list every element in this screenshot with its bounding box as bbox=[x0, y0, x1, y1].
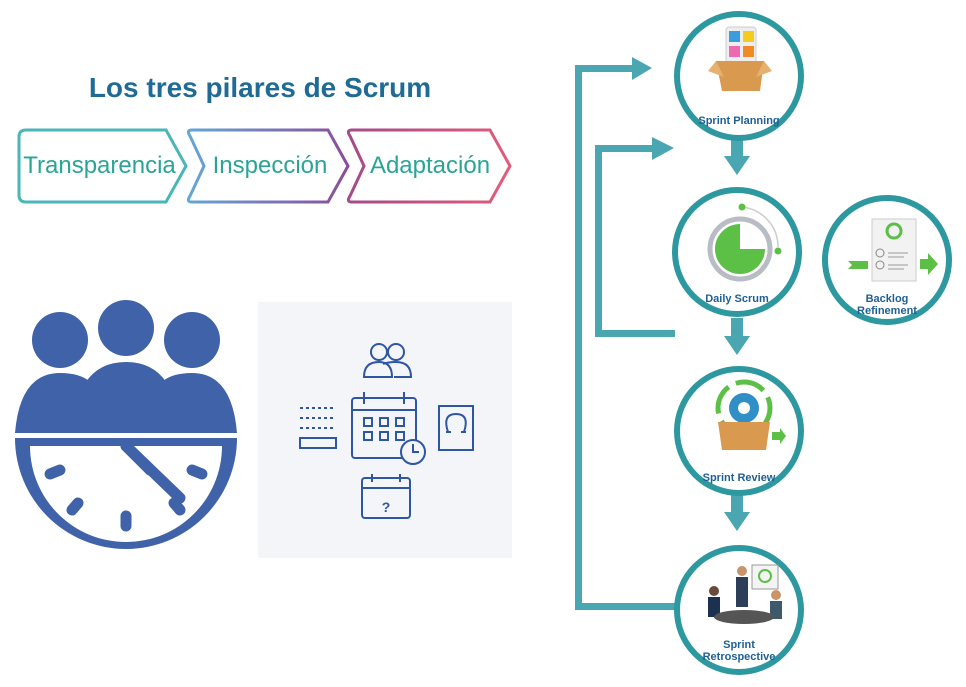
sprint-review-node: Sprint Review bbox=[674, 366, 804, 496]
arrow-down-icon bbox=[724, 512, 750, 531]
team-clock-icon bbox=[15, 300, 237, 549]
arrow-down-icon bbox=[724, 336, 750, 355]
chevron-transparencia bbox=[17, 128, 188, 204]
chevron-inspeccion bbox=[186, 128, 350, 204]
timer-icon bbox=[707, 203, 782, 282]
inner-loop-line bbox=[595, 145, 602, 337]
pillars-chevrons bbox=[17, 128, 512, 204]
retro-calendar-icon bbox=[361, 474, 411, 519]
box-notes-icon bbox=[708, 26, 772, 91]
scrum-events-panel: ? bbox=[258, 302, 512, 558]
team-meeting-icon bbox=[708, 564, 782, 624]
team-icon bbox=[362, 343, 413, 378]
outer-loop-bottom bbox=[575, 603, 680, 610]
chevron-adaptacion bbox=[346, 128, 512, 204]
arrow-down-icon bbox=[724, 156, 750, 175]
daily-scrum-label: Daily Scrum bbox=[705, 293, 769, 305]
sprint-planning-label: Sprint Planning bbox=[698, 115, 780, 127]
refinement-doc-icon bbox=[848, 218, 938, 282]
sprint-review-label: Sprint Review bbox=[702, 472, 776, 484]
pillar-inspeccion: Inspección bbox=[212, 152, 328, 179]
review-box-gear-icon bbox=[715, 379, 786, 450]
outer-loop-top bbox=[575, 65, 635, 72]
daily-scrum-node: Daily Scrum bbox=[672, 187, 802, 317]
sprint-planning-node: Sprint Planning bbox=[674, 11, 804, 141]
backlog-icon bbox=[299, 407, 337, 449]
arrow-right-icon bbox=[652, 137, 674, 160]
pillar-transparencia: Transparencia bbox=[23, 152, 176, 179]
outer-loop-line bbox=[575, 65, 582, 610]
arrow-right-icon bbox=[632, 57, 652, 80]
diagram-title: Los tres pilares de Scrum bbox=[88, 72, 432, 103]
events-icons: ? bbox=[299, 343, 474, 519]
pillar-adaptacion: Adaptación bbox=[369, 152, 491, 179]
inner-loop-bottom bbox=[595, 330, 675, 337]
increment-icon bbox=[438, 405, 474, 451]
sprint-calendar-icon bbox=[351, 392, 426, 465]
question-mark: ? bbox=[382, 499, 391, 515]
inner-loop-top bbox=[595, 145, 655, 152]
